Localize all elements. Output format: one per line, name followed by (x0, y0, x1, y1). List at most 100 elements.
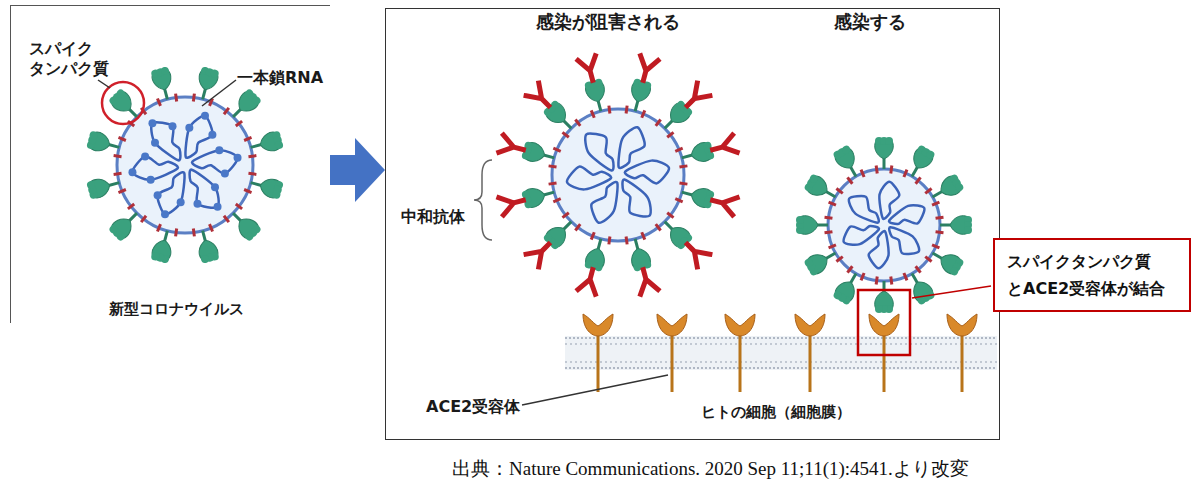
spike-lobe (521, 190, 531, 200)
envelope-protein (176, 94, 177, 102)
envelope-protein (114, 156, 122, 157)
envelope-protein (825, 232, 833, 233)
spike-protein (875, 137, 894, 169)
envelope-protein (224, 108, 229, 114)
spike-protein (928, 173, 965, 205)
rna-dot (147, 176, 155, 184)
envelope-protein (562, 213, 568, 218)
spike-protein (658, 215, 710, 267)
callout-box: スパイクタンパク質 とACE2受容体が結合 (993, 238, 1191, 312)
spike-protein (928, 245, 965, 277)
rna-strand (567, 167, 611, 190)
membrane-band (565, 336, 997, 370)
envelope-protein (626, 236, 627, 244)
rna-dot (177, 198, 185, 206)
rna-dot (169, 122, 177, 130)
leader-line (522, 375, 668, 405)
spike-protein (526, 83, 578, 135)
ace2-receptor (725, 314, 755, 392)
spike-protein (658, 83, 710, 135)
spike-protein (194, 66, 220, 102)
envelope-protein (176, 228, 177, 236)
arrow-shaft (330, 155, 357, 185)
envelope-protein (248, 173, 256, 174)
envelope-protein (876, 166, 877, 174)
ace2-receptor (657, 314, 687, 392)
part-label: 一本鎖RNA (237, 68, 323, 88)
receptor-stem (809, 330, 812, 392)
envelope-protein (656, 119, 661, 125)
envelope-protein (679, 183, 687, 184)
envelope-protein (836, 257, 842, 262)
envelope-protein (667, 132, 673, 137)
leader-line (98, 80, 110, 88)
membrane-line (565, 361, 997, 363)
envelope-protein (553, 199, 560, 202)
envelope-protein (575, 119, 580, 125)
part-label: スパイク タンパク質 (29, 39, 121, 79)
spike-lobe (272, 190, 282, 200)
figure-panel: 感染が阻害される感染する中和抗体ACE2受容体ヒトの細胞（細胞膜） (385, 8, 1000, 440)
spike-protein (803, 245, 840, 277)
viruses (86, 56, 972, 313)
callout-text: スパイクタンパク質 とACE2受容体が結合 (1007, 248, 1177, 302)
spike-protein (626, 56, 658, 114)
spike-lobe (115, 88, 126, 99)
rna-strand (622, 179, 650, 216)
rna-strand (192, 150, 238, 174)
spike-lobe (150, 252, 160, 262)
envelope-protein (562, 132, 568, 137)
envelope-protein (575, 224, 580, 230)
receptor-stem (671, 330, 674, 392)
envelope-protein (642, 110, 645, 117)
envelope-protein (553, 148, 560, 151)
envelope-protein (244, 137, 251, 140)
figure-panel: スパイク タンパク質一本鎖RNA新型コロナウイルス (10, 5, 330, 323)
receptor-cup (947, 314, 977, 336)
envelope-protein (675, 199, 682, 202)
envelope-protein (193, 228, 194, 236)
rna-dot (148, 119, 156, 127)
envelope-protein (829, 245, 836, 248)
envelope-protein (932, 202, 939, 205)
membrane-line (565, 343, 997, 345)
ace2-receptor (795, 314, 825, 392)
rna-strand (625, 161, 669, 184)
envelope-protein (236, 204, 242, 209)
spike-lobe (875, 305, 883, 313)
envelope-protein (248, 156, 256, 157)
spike-protein (875, 281, 894, 313)
panel-heading: 感染する (834, 11, 906, 34)
envelope-protein (861, 170, 864, 177)
envelope-protein (224, 216, 229, 222)
envelope-protein (936, 217, 944, 218)
spike-lobe (803, 257, 814, 268)
spike-protein (248, 174, 284, 200)
envelope-protein (114, 173, 122, 174)
membrane-line (565, 367, 997, 369)
virus (796, 137, 972, 313)
rna-strand (849, 196, 879, 223)
rna-strand (591, 182, 617, 223)
spike-protein (578, 236, 610, 294)
spike-protein (499, 135, 557, 167)
spike-lobe (705, 151, 715, 161)
envelope-protein (626, 106, 627, 114)
envelope-protein (932, 245, 939, 248)
spike-protein (679, 183, 737, 215)
spike-protein (86, 174, 122, 200)
spike-protein (803, 173, 840, 205)
spike-lobe (251, 95, 262, 106)
spike-protein (526, 215, 578, 267)
rna-dot (234, 154, 242, 162)
receptor-cup (583, 314, 613, 336)
envelope-protein (591, 232, 594, 239)
spike-lobe (832, 290, 843, 301)
antibody (635, 56, 658, 83)
rna-strand (132, 156, 178, 180)
envelope-protein (667, 213, 673, 218)
rna-strand (889, 205, 924, 224)
rna-strand (185, 116, 212, 158)
spike-lobe (633, 262, 643, 272)
envelope-protein (679, 166, 687, 167)
